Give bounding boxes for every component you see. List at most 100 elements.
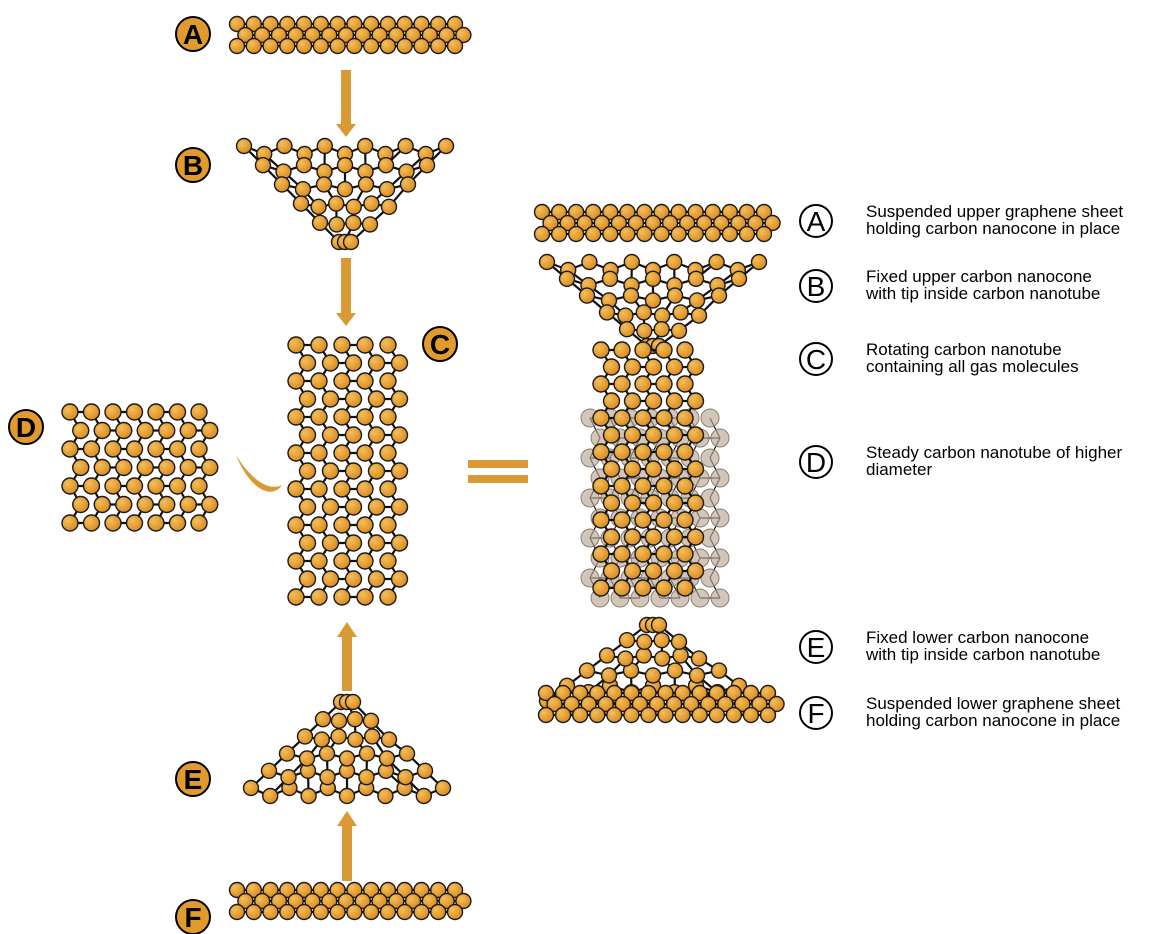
carbon-atom xyxy=(275,177,290,192)
carbon-atom xyxy=(358,139,373,154)
carbon-atom xyxy=(614,444,630,460)
carbon-atom xyxy=(297,39,312,54)
carbon-atom xyxy=(672,634,687,649)
carbon-atom xyxy=(191,441,207,457)
carbon-atom xyxy=(635,376,651,392)
carbon-atom xyxy=(392,463,408,479)
carbon-atom xyxy=(84,441,100,457)
carbon-atom xyxy=(237,139,252,154)
carbon-atom xyxy=(604,563,620,579)
carbon-atom xyxy=(673,648,688,663)
carbon-atom xyxy=(346,463,362,479)
carbon-atom xyxy=(369,391,385,407)
carbon-atom xyxy=(646,668,661,683)
carbon-atom xyxy=(288,373,304,389)
carbon-atom xyxy=(582,255,597,270)
carbon-atom xyxy=(400,746,415,761)
carbon-atom xyxy=(600,648,615,663)
carbon-atom xyxy=(380,337,396,353)
carbon-atom xyxy=(334,517,350,533)
carbon-atom xyxy=(297,158,312,173)
carbon-atom xyxy=(348,712,363,727)
carbon-atom xyxy=(363,217,378,232)
carbon-atom xyxy=(346,499,362,515)
carbon-atom xyxy=(357,409,373,425)
carbon-atom xyxy=(170,404,186,420)
carbon-atom xyxy=(654,633,669,648)
carbon-atom xyxy=(311,337,327,353)
carbon-atom xyxy=(288,409,304,425)
carbon-atom xyxy=(416,789,431,804)
carbon-atom xyxy=(688,227,703,242)
carbon-atom xyxy=(369,463,385,479)
carbon-atom xyxy=(84,404,100,420)
carbon-atom xyxy=(357,553,373,569)
carbon-atom xyxy=(692,708,707,723)
carbon-atom xyxy=(263,789,278,804)
carbon-atom xyxy=(539,708,554,723)
carbon-atom xyxy=(170,478,186,494)
carbon-atom xyxy=(334,373,350,389)
carbon-atom xyxy=(380,553,396,569)
carbon-atom xyxy=(641,708,656,723)
carbon-atom xyxy=(654,322,669,337)
carbon-atom xyxy=(540,255,555,270)
label-a-left: A xyxy=(176,17,210,51)
ghost-atom xyxy=(711,589,729,607)
carbon-atom xyxy=(94,460,110,476)
carbon-atom xyxy=(294,196,309,211)
carbon-atom xyxy=(675,708,690,723)
ghost-atom xyxy=(711,509,729,527)
carbon-atom xyxy=(364,905,379,920)
carbon-atom xyxy=(280,905,295,920)
carbon-atom xyxy=(636,648,651,663)
carbon-atom xyxy=(347,905,362,920)
carbon-atom xyxy=(300,391,316,407)
legend-item-e: E Fixed lower carbon nanocone with tip i… xyxy=(800,628,1100,664)
carbon-atom xyxy=(288,337,304,353)
carbon-atom xyxy=(380,445,396,461)
svg-text:E: E xyxy=(184,764,203,795)
carbon-atom xyxy=(359,770,374,785)
carbon-atom xyxy=(314,732,329,747)
carbon-atom xyxy=(348,732,363,747)
carbon-atom xyxy=(380,751,395,766)
carbon-atom xyxy=(116,423,132,439)
carbon-atom xyxy=(311,409,327,425)
carbon-atom xyxy=(392,391,408,407)
carbon-atom xyxy=(620,227,635,242)
carbon-atom xyxy=(600,305,615,320)
svg-text:F: F xyxy=(807,698,824,729)
carbon-atom xyxy=(334,589,350,605)
carbon-atom xyxy=(323,427,339,443)
carbon-atom xyxy=(137,460,153,476)
arrow-b-to-c xyxy=(336,258,356,326)
carbon-atom xyxy=(62,441,78,457)
label-b-left: B xyxy=(176,148,210,182)
carbon-atom xyxy=(334,553,350,569)
carbon-atom xyxy=(262,763,277,778)
carbon-atom xyxy=(593,444,609,460)
carbon-atom xyxy=(688,495,704,511)
carbon-atom xyxy=(360,746,375,761)
carbon-atom xyxy=(620,633,635,648)
carbon-atom xyxy=(380,589,396,605)
carbon-atom xyxy=(380,905,395,920)
carbon-atom xyxy=(624,288,639,303)
carbon-atom xyxy=(688,461,704,477)
carbon-atom xyxy=(323,535,339,551)
legend-item-c: C Rotating carbon nanotube containing al… xyxy=(800,340,1079,376)
carbon-atom xyxy=(624,255,639,270)
carbon-atom xyxy=(180,460,196,476)
carbon-atom xyxy=(357,373,373,389)
carbon-atom xyxy=(320,746,335,761)
legend-item-a: A Suspended upper graphene sheet holding… xyxy=(800,202,1123,238)
carbon-atom xyxy=(752,255,767,270)
carbon-atom xyxy=(334,409,350,425)
carbon-atom xyxy=(677,512,693,528)
carbon-atom xyxy=(593,410,609,426)
carbon-atom xyxy=(180,423,196,439)
carbon-atom xyxy=(346,571,362,587)
carbon-atom xyxy=(357,589,373,605)
carbon-atom xyxy=(148,478,164,494)
